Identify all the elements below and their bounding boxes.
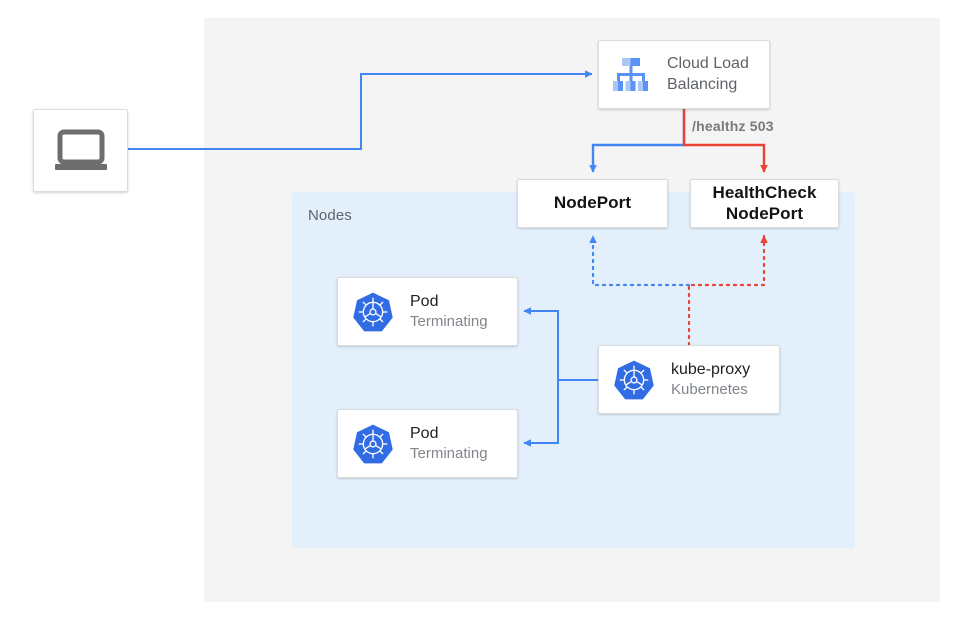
pod-bottom-title: Pod [410,424,439,442]
healthz-status-label: /healthz 503 [692,118,774,134]
nodeport-label: NodePort [553,193,632,213]
pod-top-label: Pod Terminating [410,292,488,332]
cloud-load-balancing-card: Cloud Load Balancing [598,40,770,109]
laptop-icon [54,129,108,173]
healthcheck-nodeport-label: HealthCheck NodePort [712,183,816,223]
pod-bottom-label: Pod Terminating [410,424,488,464]
healthcheck-nodeport-card: HealthCheck NodePort [690,179,839,228]
cloud-load-balancing-title-line2: Balancing [667,75,738,93]
pod-card-bottom: Pod Terminating [337,409,518,478]
healthcheck-nodeport-label-line2: NodePort [725,203,804,223]
pod-top-title: Pod [410,292,439,310]
pod-bottom-subtitle: Terminating [410,445,488,463]
kubernetes-icon [613,359,655,401]
client-card [33,109,128,192]
nodes-region-label: Nodes [308,207,352,224]
pod-card-top: Pod Terminating [337,277,518,346]
kubernetes-icon [352,291,394,333]
kube-proxy-card: kube-proxy Kubernetes [598,345,780,414]
nodeport-card: NodePort [517,179,668,228]
cloud-load-balancing-label: Cloud Load Balancing [667,54,749,95]
kube-proxy-label: kube-proxy Kubernetes [671,360,750,400]
pod-top-subtitle: Terminating [410,313,488,331]
healthcheck-nodeport-label-line1: HealthCheck [712,183,817,203]
cloud-load-balancing-icon [611,56,651,94]
cloud-load-balancing-title-line1: Cloud Load [667,55,749,73]
kubernetes-icon [352,423,394,465]
kube-proxy-subtitle: Kubernetes [671,381,748,399]
kube-proxy-title: kube-proxy [671,360,751,378]
